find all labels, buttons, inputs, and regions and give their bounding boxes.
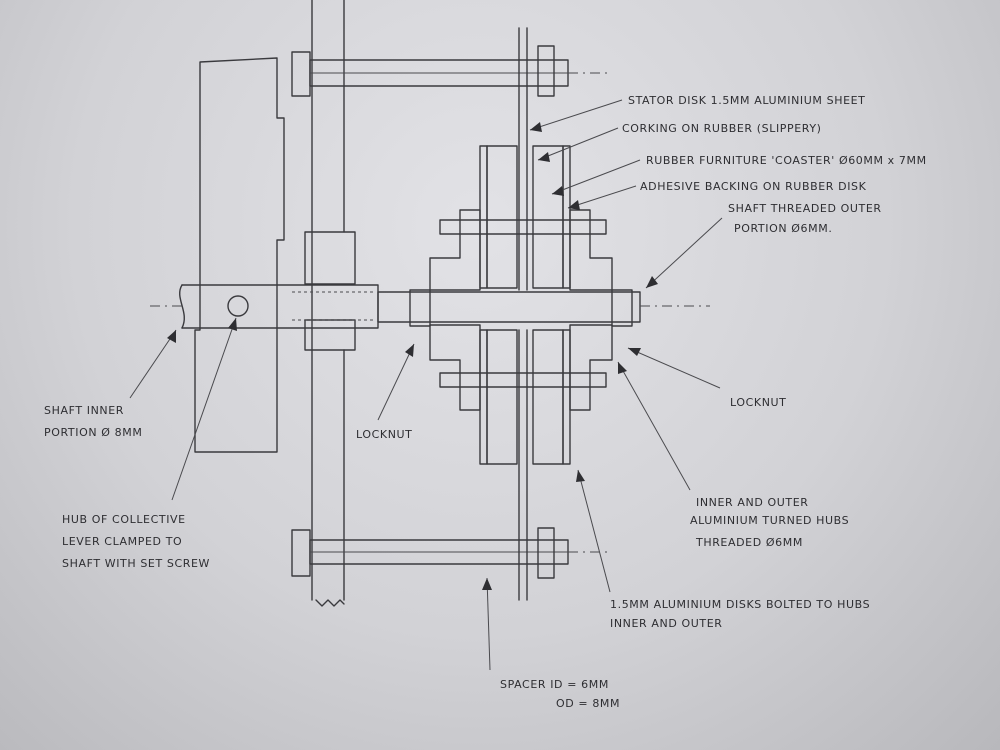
label-hubs-line3: THREADED Ø6MM [695, 536, 803, 549]
stator-disk [518, 27, 528, 601]
label-corking-on-rubber: CORKING ON RUBBER (SLIPPERY) [622, 122, 822, 135]
label-hubs-line2: ALUMINIUM TURNED HUBS [690, 514, 849, 527]
label-alu-disks-line2: INNER AND OUTER [610, 617, 723, 630]
leader-lines [129, 99, 723, 671]
label-shaft-threaded-line1: SHAFT THREADED OUTER [728, 202, 882, 215]
label-hubs-line1: INNER AND OUTER [696, 496, 809, 509]
annotation-labels: STATOR DISK 1.5MM ALUMINIUM SHEET CORKIN… [44, 94, 927, 710]
collective-lever-block [194, 57, 285, 453]
label-shaft-threaded-line2: PORTION Ø6MM. [734, 222, 832, 235]
top-spacer-bolt [291, 45, 610, 97]
vertical-support-plate [304, 0, 356, 607]
label-hub-lever-line2: LEVER CLAMPED TO [62, 535, 182, 548]
label-shaft-inner-line1: SHAFT INNER [44, 404, 124, 417]
disk-bolts [439, 219, 607, 388]
main-shaft [150, 284, 710, 329]
label-shaft-inner-line2: PORTION Ø 8MM [44, 426, 142, 439]
bottom-spacer-bolt [291, 527, 610, 579]
label-stator-disk: STATOR DISK 1.5MM ALUMINIUM SHEET [628, 94, 866, 107]
locknuts [409, 289, 633, 327]
label-spacer-line2: OD = 8MM [556, 697, 620, 710]
label-hub-lever-line3: SHAFT WITH SET SCREW [62, 557, 210, 570]
label-adhesive-backing: ADHESIVE BACKING ON RUBBER DISK [640, 180, 867, 193]
label-hub-lever-line1: HUB OF COLLECTIVE [62, 513, 186, 526]
inner-outer-hubs [429, 209, 613, 411]
label-rubber-coaster: RUBBER FURNITURE 'COASTER' Ø60MM x 7MM [646, 154, 927, 167]
label-locknut-right: LOCKNUT [730, 396, 787, 409]
label-locknut-left: LOCKNUT [356, 428, 413, 441]
label-spacer-line1: SPACER ID = 6MM [500, 678, 609, 691]
label-alu-disks-line1: 1.5MM ALUMINIUM DISKS BOLTED TO HUBS [610, 598, 870, 611]
